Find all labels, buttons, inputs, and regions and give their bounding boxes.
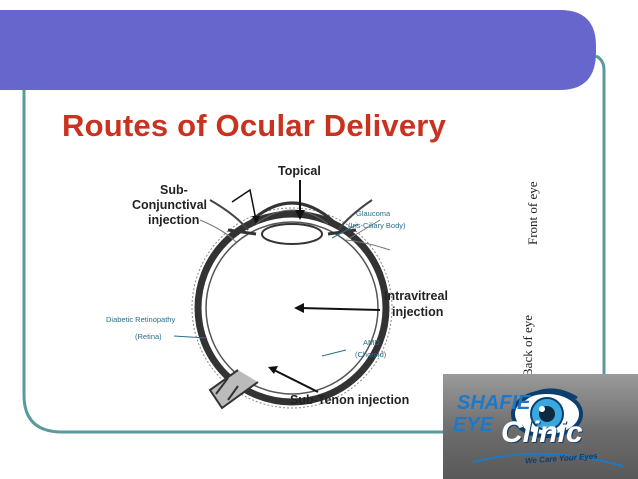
label-glaucoma-line2: (Iris-Ciliary Body) (348, 221, 406, 230)
logo-text-eye: EYE (453, 414, 494, 436)
eye-globe-inner (205, 221, 379, 395)
label-back-of-eye: Back of eye (520, 314, 535, 377)
arrow-subconj (231, 188, 257, 221)
cornea (248, 201, 336, 224)
label-subconj-line3: injection (148, 213, 200, 227)
clinic-logo: SHAFIE EYE Clinic We Care Your Eyes (443, 374, 638, 479)
logo-text-shafie: SHAFIE (457, 392, 531, 414)
header-bar (0, 10, 596, 90)
label-glaucoma-line1: Glaucoma (356, 209, 391, 218)
label-amd-line1: AMD (363, 338, 380, 347)
upper-lid-right (337, 199, 373, 231)
label-subtenon: Sub-Tenon injection (290, 393, 410, 407)
upper-lid-left (209, 199, 249, 231)
lens (261, 223, 323, 245)
pointer-glaucoma (331, 223, 359, 239)
frame-left-bottom (22, 70, 620, 434)
label-intravitreal-line2: injection (392, 305, 444, 319)
label-topical: Topical (278, 164, 321, 178)
label-subconj-line2: Conjunctival (132, 198, 208, 212)
eye-diagram (173, 180, 393, 410)
label-dr-line2: (Retina) (135, 332, 162, 341)
slide-title: Routes of Ocular Delivery (62, 108, 447, 143)
label-front-of-eye: Front of eye (525, 181, 540, 245)
label-dr-line1: Diabetic Retinopathy (106, 315, 176, 324)
pointer-retina (173, 335, 207, 339)
pointer-amd (321, 349, 347, 357)
logo-text-clinic: Clinic (501, 416, 583, 449)
eye-globe-outer (194, 210, 390, 406)
label-amd-line2: (Choroid) (355, 350, 387, 359)
optic-nerve (208, 369, 259, 410)
arrow-subtenon (273, 369, 319, 393)
arrow-intravitreal (299, 307, 381, 311)
label-intravitreal-line1: Intravitreal (384, 289, 448, 303)
eye-logo-icon (472, 388, 624, 467)
label-subconj-line1: Sub- (160, 183, 188, 197)
